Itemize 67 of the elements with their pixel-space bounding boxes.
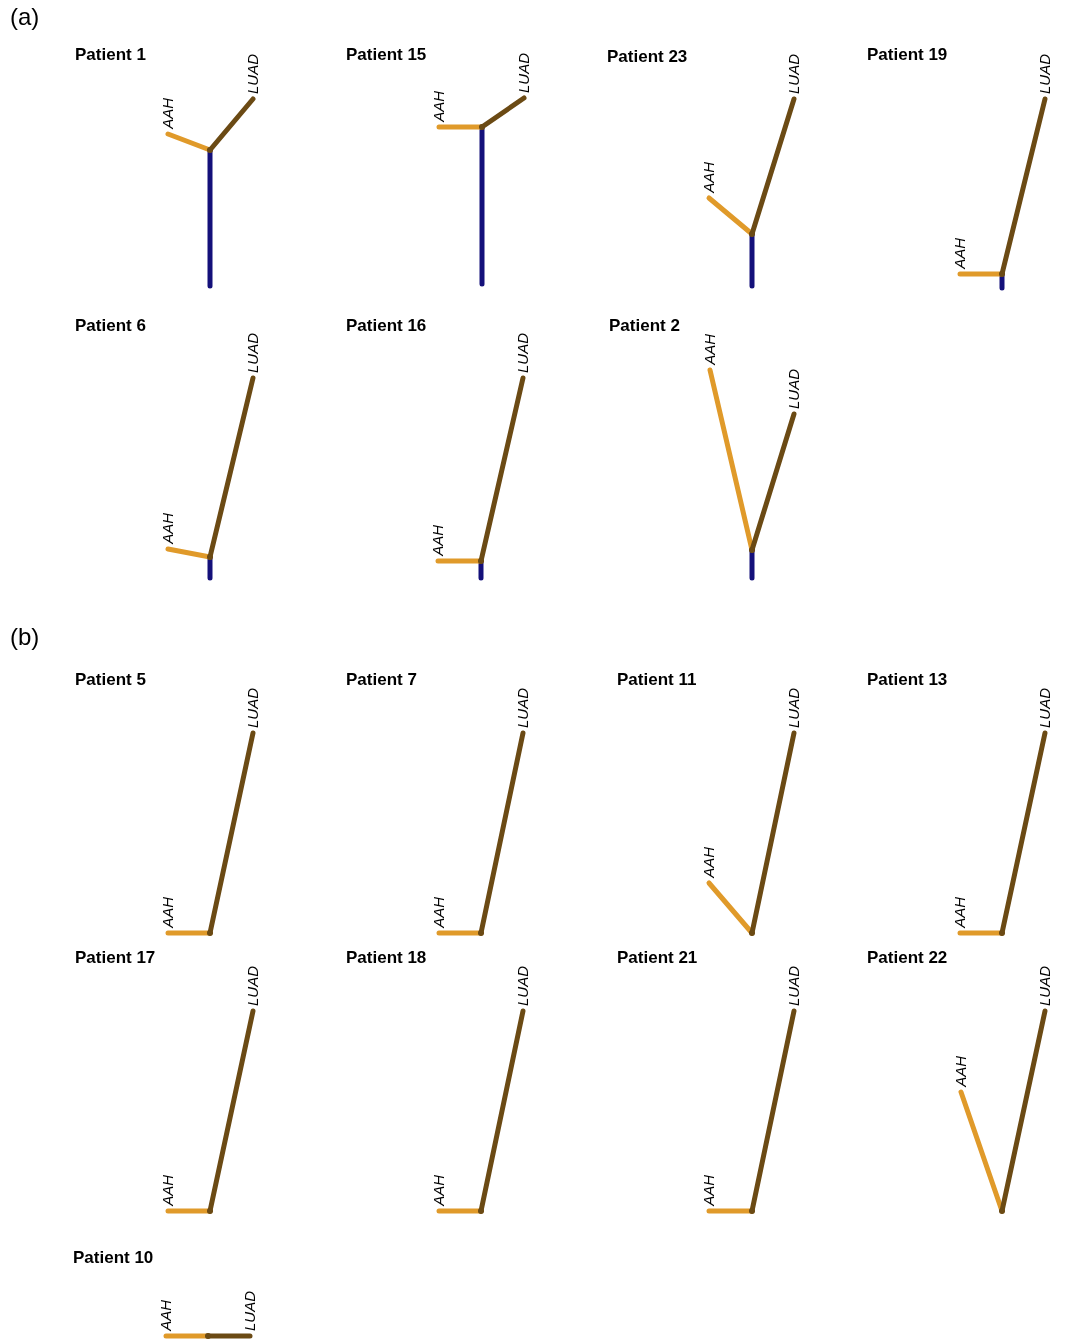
branch-point	[207, 147, 213, 153]
panel-title: Patient 21	[617, 948, 698, 968]
branch-point	[749, 547, 755, 553]
tip-label: LUAD	[245, 333, 261, 373]
branch-point	[207, 1208, 213, 1214]
tip-label: LUAD	[786, 966, 802, 1006]
branch-point	[478, 1208, 484, 1214]
tip-label: AAH	[952, 238, 968, 269]
tip-label: LUAD	[245, 54, 261, 94]
tip-label: LUAD	[516, 53, 532, 93]
panel-title: Patient 2	[609, 316, 680, 336]
branch-point	[478, 558, 484, 564]
panel-title: Patient 23	[607, 47, 688, 67]
branch-point	[999, 1208, 1005, 1214]
panel-letter: (b)	[10, 623, 40, 651]
branch-point	[479, 124, 485, 130]
branch-point	[749, 1208, 755, 1214]
tip-label: LUAD	[1037, 54, 1053, 94]
tip-label: LUAD	[1037, 966, 1053, 1006]
tip-label: LUAD	[245, 688, 261, 728]
tip-label: AAH	[431, 897, 447, 928]
branch-point	[478, 930, 484, 936]
tip-label: LUAD	[786, 369, 802, 409]
branch-point	[999, 271, 1005, 277]
branch-point	[207, 554, 213, 560]
tip-label: AAH	[701, 847, 717, 878]
branch-point	[999, 930, 1005, 936]
branch-point	[749, 231, 755, 237]
panel-title: Patient 6	[75, 316, 146, 336]
tip-label: LUAD	[786, 688, 802, 728]
panel-title: Patient 7	[346, 670, 417, 690]
branch-point	[207, 930, 213, 936]
tip-label: LUAD	[515, 333, 531, 373]
panel-title: Patient 15	[346, 45, 427, 65]
tip-label: LUAD	[1037, 688, 1053, 728]
tip-label: AAH	[701, 162, 717, 193]
tip-label: AAH	[160, 513, 176, 544]
tip-label: AAH	[160, 897, 176, 928]
panel-letter: (a)	[10, 3, 40, 31]
tip-label: LUAD	[786, 54, 802, 94]
panel-title: Patient 11	[617, 670, 697, 690]
tip-label: AAH	[158, 1300, 174, 1331]
tip-label: AAH	[430, 525, 446, 556]
branch-point	[749, 930, 755, 936]
tree-branch	[207, 96, 256, 153]
panel-title: Patient 17	[75, 948, 156, 968]
tip-label: AAH	[702, 334, 718, 365]
tip-label: AAH	[952, 897, 968, 928]
tip-label: LUAD	[515, 966, 531, 1006]
panel-title: Patient 10	[73, 1248, 154, 1268]
tip-label: LUAD	[515, 688, 531, 728]
panel-title: Patient 22	[867, 948, 948, 968]
tip-label: LUAD	[245, 966, 261, 1006]
tip-label: AAH	[953, 1056, 969, 1087]
tip-label: AAH	[160, 1175, 176, 1206]
panel-title: Patient 19	[867, 45, 948, 65]
panel-title: Patient 16	[346, 316, 427, 336]
tip-label: LUAD	[242, 1291, 258, 1331]
branch-point	[205, 1333, 211, 1339]
panel-title: Patient 13	[867, 670, 948, 690]
panel-title: Patient 5	[75, 670, 146, 690]
panel-title: Patient 18	[346, 948, 427, 968]
tip-label: AAH	[701, 1175, 717, 1206]
tip-label: AAH	[431, 91, 447, 122]
panel-title: Patient 1	[75, 45, 146, 65]
tip-label: AAH	[160, 98, 176, 129]
tip-label: AAH	[431, 1175, 447, 1206]
